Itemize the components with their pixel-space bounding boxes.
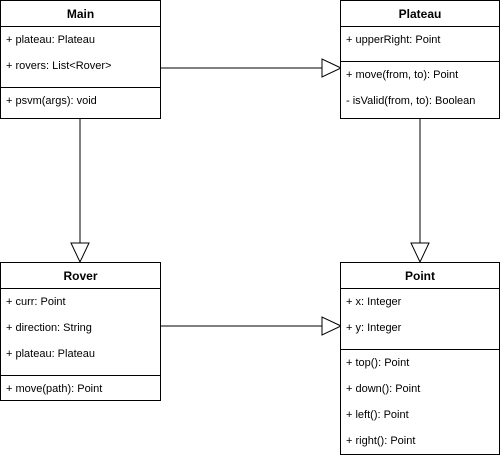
method: + move(path): Point (6, 383, 103, 395)
attribute: + curr: Point (6, 296, 66, 308)
class-main-methods: + psvm(args): void (1, 88, 160, 122)
class-rover[interactable]: Rover + curr: Point + direction: String … (0, 262, 161, 401)
class-point-methods: + top(): Point + down(): Point + left():… (341, 350, 499, 462)
class-plateau-attributes: + upperRight: Point (341, 27, 499, 62)
method: + top(): Point (346, 357, 410, 369)
arrowhead-triangle (321, 58, 343, 78)
class-point-attributes: + x: Integer + y: Integer (341, 289, 499, 350)
class-main-attributes: + plateau: Plateau + rovers: List<Rover> (1, 27, 160, 88)
arrowhead-triangle (70, 242, 90, 264)
method: + move(from, to): Point (346, 69, 459, 81)
attribute: + rovers: List<Rover> (6, 60, 112, 72)
class-plateau-methods: + move(from, to): Point - isValid(from, … (341, 62, 499, 122)
attribute: + plateau: Plateau (6, 34, 95, 46)
class-rover-title: Rover (1, 263, 160, 289)
method: + down(): Point (346, 383, 421, 395)
class-main[interactable]: Main + plateau: Plateau + rovers: List<R… (0, 0, 161, 119)
attribute: + plateau: Plateau (6, 348, 95, 360)
relation-main-plateau (160, 58, 343, 78)
attribute: + x: Integer (346, 296, 402, 308)
relation-main-rover (70, 118, 90, 264)
class-rover-attributes: + curr: Point + direction: String + plat… (1, 289, 160, 376)
class-point[interactable]: Point + x: Integer + y: Integer + top():… (340, 262, 500, 455)
class-rover-methods: + move(path): Point (1, 376, 160, 410)
relation-rover-point (160, 316, 343, 336)
arrowhead-triangle (410, 242, 430, 264)
method: + psvm(args): void (6, 95, 97, 107)
method: + left(): Point (346, 409, 409, 421)
class-main-title: Main (1, 1, 160, 27)
method: + right(): Point (346, 435, 416, 447)
method: - isValid(from, to): Boolean (346, 95, 476, 107)
class-plateau-title: Plateau (341, 1, 499, 27)
class-plateau[interactable]: Plateau + upperRight: Point + move(from,… (340, 0, 500, 119)
arrowhead-triangle (321, 316, 343, 336)
attribute: + y: Integer (346, 322, 402, 334)
attribute: + direction: String (6, 322, 92, 334)
relation-plateau-point (410, 118, 430, 264)
class-point-title: Point (341, 263, 499, 289)
attribute: + upperRight: Point (346, 34, 441, 46)
